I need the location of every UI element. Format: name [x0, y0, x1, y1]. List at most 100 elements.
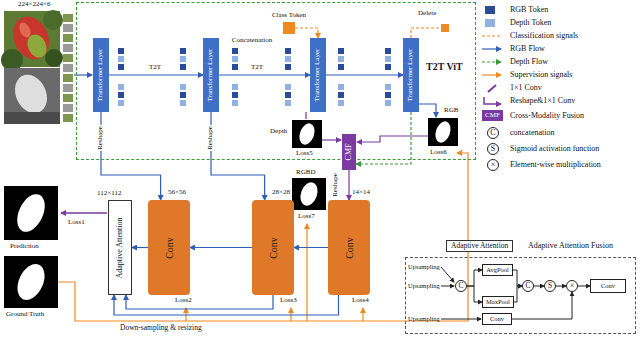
rgb-map	[433, 119, 454, 144]
mango	[6, 11, 55, 65]
legend-swatch	[485, 6, 495, 14]
operator-symbol: S	[487, 143, 499, 155]
flow-connector	[534, 286, 544, 287]
flow-connector	[556, 286, 566, 287]
depth-map	[297, 121, 318, 146]
flow-connector	[513, 270, 522, 286]
output-arrow	[61, 212, 107, 214]
legend-line	[484, 97, 501, 104]
edge-label: Reshape	[332, 172, 340, 198]
supervision-line	[362, 308, 363, 321]
image-patches	[63, 14, 73, 122]
legend-text: Depth Token	[510, 18, 551, 28]
legend-line-sample	[480, 95, 506, 107]
legend-text: Classification signals	[510, 31, 578, 41]
node-text: AvgPool	[486, 266, 509, 273]
legend-line	[482, 74, 501, 75]
legend-line-sample	[480, 82, 506, 94]
node-heading: 28×28	[272, 189, 290, 197]
depth-map	[292, 120, 322, 148]
node-text: Transformer Layer	[97, 49, 105, 102]
legend-text: Cross-Modality Fusion	[510, 111, 584, 121]
rgbd-map	[297, 180, 320, 208]
transformer-layer: Transformer Layer	[203, 38, 219, 112]
flow-connector	[295, 28, 318, 38]
flow-connector	[101, 112, 161, 200]
depth-image	[4, 112, 60, 124]
legend-line-sample	[480, 56, 506, 68]
node-heading: 112×112	[97, 190, 121, 198]
legend-line-sample	[480, 69, 506, 81]
rgb-map	[428, 118, 458, 146]
cmf-block: CMF	[342, 134, 356, 170]
annotation-label: RGB	[444, 107, 458, 115]
legend-text: concatenation	[510, 128, 554, 138]
node-text: S	[548, 282, 552, 290]
class-token: Class Token	[283, 22, 295, 34]
annotation-label: RGBD	[296, 169, 315, 177]
legend-line-sample	[480, 43, 506, 55]
loss-label: Loss1	[68, 219, 85, 227]
operation-box: AvgPool	[482, 264, 513, 276]
loss-label: Loss6	[430, 149, 447, 157]
ground-truth-image	[4, 256, 58, 308]
flow-connector	[114, 295, 339, 315]
legend-text: 1×1 Conv	[510, 83, 542, 93]
loss-label: Loss2	[175, 297, 192, 305]
annotation-label: Prediction	[10, 243, 39, 251]
flow-connector	[512, 292, 572, 319]
flow-connector	[514, 286, 522, 302]
legend-text: Depth Flow	[510, 57, 548, 67]
node-text: ×	[570, 282, 574, 290]
node-text: Conv	[601, 282, 615, 289]
image-patches	[63, 24, 73, 112]
mango	[17, 21, 33, 40]
annotation-label: Delete	[418, 10, 436, 18]
annotation-label: Down-sampling & resizing	[120, 324, 202, 332]
ground-truth-image	[12, 260, 50, 305]
loss-label: Loss7	[298, 213, 315, 221]
flow-connector	[211, 112, 265, 200]
prediction-image	[12, 190, 51, 236]
annotation-label: Depth	[270, 128, 287, 136]
flow-connector	[219, 74, 310, 75]
node-text: Conv	[164, 237, 175, 259]
node-text: Transformer Layer	[314, 49, 322, 102]
prediction-image	[4, 186, 58, 240]
operator-symbol: ×	[487, 159, 499, 171]
legend-text: Sigmoid activation function	[510, 144, 599, 154]
transformer-layer: Transformer Layer	[93, 38, 109, 112]
flow-connector	[467, 286, 482, 302]
loss-label: Loss5	[296, 150, 313, 158]
node-text: Adaptive Attention	[116, 217, 125, 278]
operation-box: Conv	[482, 313, 512, 325]
delete-path	[411, 28, 440, 38]
flow-connector	[356, 112, 411, 164]
supervision-line	[306, 224, 307, 321]
rgbd-map	[292, 178, 326, 210]
operator-circle: C	[522, 280, 534, 292]
node-heading: 56×56	[168, 189, 186, 197]
node-heading: T2T ViT	[426, 61, 463, 72]
depth-image	[4, 68, 60, 124]
flow-connector	[190, 247, 252, 248]
input-arrow	[441, 267, 454, 282]
flow-connector	[578, 286, 590, 287]
annotation-label: Upsampling	[408, 282, 440, 289]
transformer-layer: Transformer Layer	[403, 38, 419, 112]
flow-connector	[326, 74, 403, 75]
legend-text: RGB Token	[510, 5, 548, 15]
t2t-vit-region: T2T ViT Transformer Layer Transformer Laye…	[76, 2, 476, 160]
node-text: Conv	[268, 237, 279, 259]
node-text: MaxPool	[486, 298, 510, 305]
flow-connector	[294, 247, 328, 248]
node-heading: Class Token	[272, 12, 306, 20]
flow-connector	[348, 170, 349, 200]
conv-block: 14×14Conv	[328, 200, 370, 295]
input-arrow	[441, 319, 481, 320]
node-text: Conv	[490, 315, 504, 322]
node-text: C	[458, 282, 463, 290]
deleted-class-token	[441, 24, 449, 32]
node-text: Transformer Layer	[207, 49, 215, 102]
annotation-label: Upsampling	[408, 315, 440, 322]
